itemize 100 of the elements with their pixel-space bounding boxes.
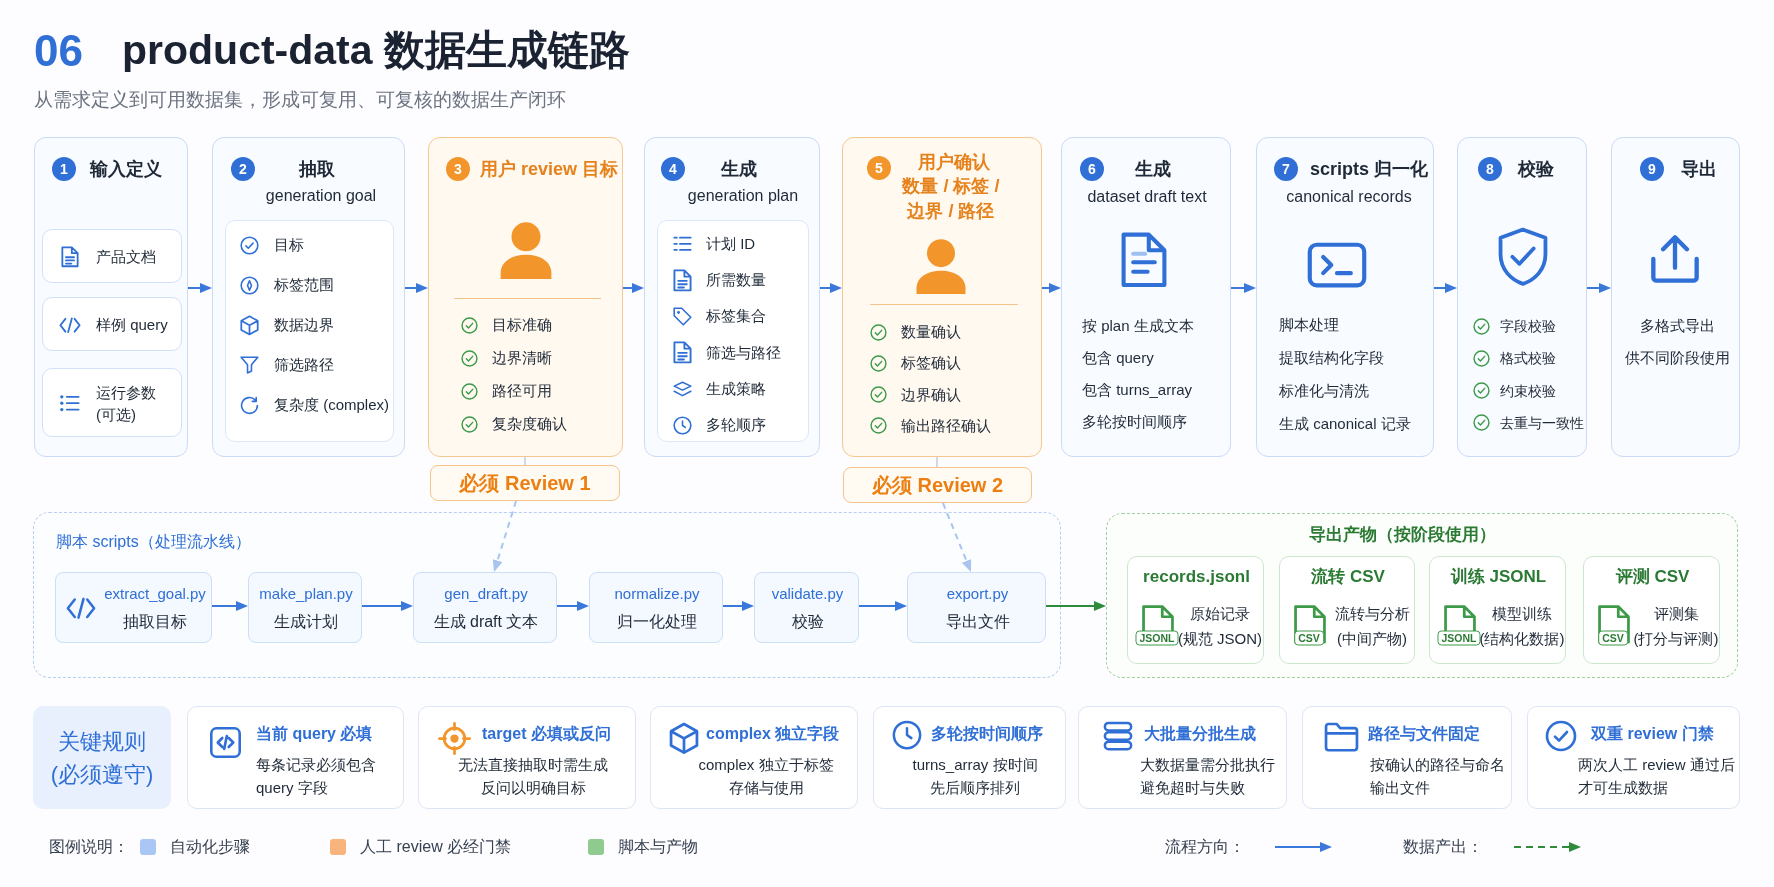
arrow <box>404 283 428 293</box>
group-heading: 脚本 scripts（处理流水线） <box>56 532 251 553</box>
step-description: 导出文件 <box>945 612 1010 633</box>
rule-title: complex 独立字段 <box>706 724 840 745</box>
step-card <box>428 137 623 457</box>
dashed-group <box>33 512 1061 678</box>
step-description: 校验 <box>791 612 824 633</box>
number-badge: 9 <box>1640 157 1664 181</box>
file-name: normalize.py <box>614 583 700 604</box>
file-name: gen_draft.py <box>444 583 528 604</box>
card-title: 用户 review 目标 <box>480 157 619 181</box>
step-text: 包含 query <box>1082 347 1154 368</box>
legend-text: 数据产出： <box>1403 837 1483 858</box>
legend-text: 人工 review 必经门禁 <box>360 837 512 858</box>
output-title: 训练 JSONL <box>1450 565 1547 588</box>
step-card <box>842 137 1042 457</box>
file-name: export.py <box>946 583 1009 604</box>
arrow <box>819 283 842 293</box>
number-badge: 3 <box>446 157 470 181</box>
arrow <box>1045 601 1106 611</box>
item-panel <box>225 220 394 442</box>
output-box <box>1127 556 1264 664</box>
output-box <box>1279 556 1415 664</box>
number-badge: 1 <box>52 157 76 181</box>
step-text: 供不同阶段使用 <box>1624 347 1730 368</box>
arrow <box>1586 283 1611 293</box>
script-box <box>907 572 1046 643</box>
file-name: make_plan.py <box>259 583 353 604</box>
rule-title: 路径与文件固定 <box>1368 724 1480 745</box>
list-item: 标签范围 <box>274 274 334 295</box>
title: product-data 数据生成链路 <box>122 26 630 76</box>
heading-box: 关键规则 (必须遵守) <box>33 706 171 809</box>
arrow <box>722 601 754 611</box>
arrow <box>1433 283 1457 293</box>
rule-card <box>418 706 636 809</box>
input-label: 样例 query <box>96 315 168 335</box>
card-title: 数量 / 标签 / 边界 / 路径 <box>901 175 1001 223</box>
output-description: 评测集 (打分与评测) <box>1632 604 1720 649</box>
output-title: records.jsonl <box>1143 565 1250 588</box>
card-title: 用户确认 <box>918 150 990 174</box>
checklist-item: 字段校验 <box>1500 316 1556 336</box>
checklist-item: 数量确认 <box>901 321 961 342</box>
output-box <box>1429 556 1566 664</box>
item-panel <box>657 220 809 442</box>
file-name: extract_goal.py <box>104 583 206 604</box>
review-box: 必须 Review 1 <box>430 465 620 501</box>
output-description: 流转与分析 (中间产物) <box>1333 604 1411 649</box>
list-item: 筛选与路径 <box>706 342 781 363</box>
number-badge: 4 <box>661 157 685 181</box>
dashed-arrow <box>492 500 517 572</box>
checklist-item: 标签确认 <box>901 353 961 374</box>
step-card <box>1457 137 1587 457</box>
step-text: 多轮按时间顺序 <box>1082 411 1187 432</box>
output-description: 模型训练 (结构化数据) <box>1478 604 1566 649</box>
list-item: 复杂度 (complex) <box>274 394 389 415</box>
rule-text: 两次人工 review 通过后才可生成数据 <box>1578 754 1736 798</box>
dashed-group <box>1106 513 1738 678</box>
subtitle: 从需求定义到可用数据集，形成可复用、可复核的数据生产闭环 <box>34 88 566 113</box>
checklist-item: 路径可用 <box>492 380 552 401</box>
rule-card <box>187 706 404 809</box>
card-title: 校验 <box>1518 157 1554 181</box>
format-tag: JSONL <box>1437 630 1481 646</box>
step-description: 抽取目标 <box>123 612 187 633</box>
step-text: 提取结构化字段 <box>1279 347 1384 368</box>
step-description: 归一化处理 <box>617 612 697 633</box>
arrow <box>622 283 644 293</box>
step-description: 生成计划 <box>274 612 338 633</box>
input-box <box>42 229 182 283</box>
legend-text: 脚本与产物 <box>618 837 698 858</box>
checklist-item: 目标准确 <box>492 314 552 335</box>
rule-text: 每条记录必须包含 query 字段 <box>256 754 377 798</box>
input-label: 运行参数 (可选) <box>96 382 157 425</box>
number-badge: 5 <box>867 156 891 180</box>
dashed-arrow <box>942 502 972 572</box>
rule-title: 多轮按时间顺序 <box>931 724 1043 745</box>
rule-text: turns_array 按时间先后顺序排列 <box>911 754 1039 798</box>
arrow <box>1041 283 1061 293</box>
list-item: 目标 <box>274 234 304 255</box>
script-box <box>754 572 859 643</box>
step-description: 生成 draft 文本 <box>433 612 539 633</box>
step-card <box>212 137 405 457</box>
script-box <box>248 572 362 643</box>
arrow <box>1230 283 1256 293</box>
checklist-item: 格式校验 <box>1500 348 1556 368</box>
arrow <box>858 601 907 611</box>
script-box <box>413 572 557 643</box>
rule-text: 无法直接抽取时需生成反问以明确目标 <box>457 754 609 798</box>
step-text: 按 plan 生成文本 <box>1082 315 1194 336</box>
step-card <box>644 137 820 457</box>
script-box <box>589 572 723 643</box>
rule-card <box>1527 706 1740 809</box>
rule-card <box>873 706 1066 809</box>
list-item: 生成策略 <box>706 378 766 399</box>
number-badge: 2 <box>231 157 255 181</box>
list-item: 筛选路径 <box>274 354 334 375</box>
input-label: 产品文档 <box>96 247 156 267</box>
card-subtitle: dataset draft text <box>1087 187 1207 208</box>
list-item: 标签集合 <box>706 306 766 327</box>
card-title: 生成 <box>721 157 757 181</box>
arrow <box>211 601 248 611</box>
